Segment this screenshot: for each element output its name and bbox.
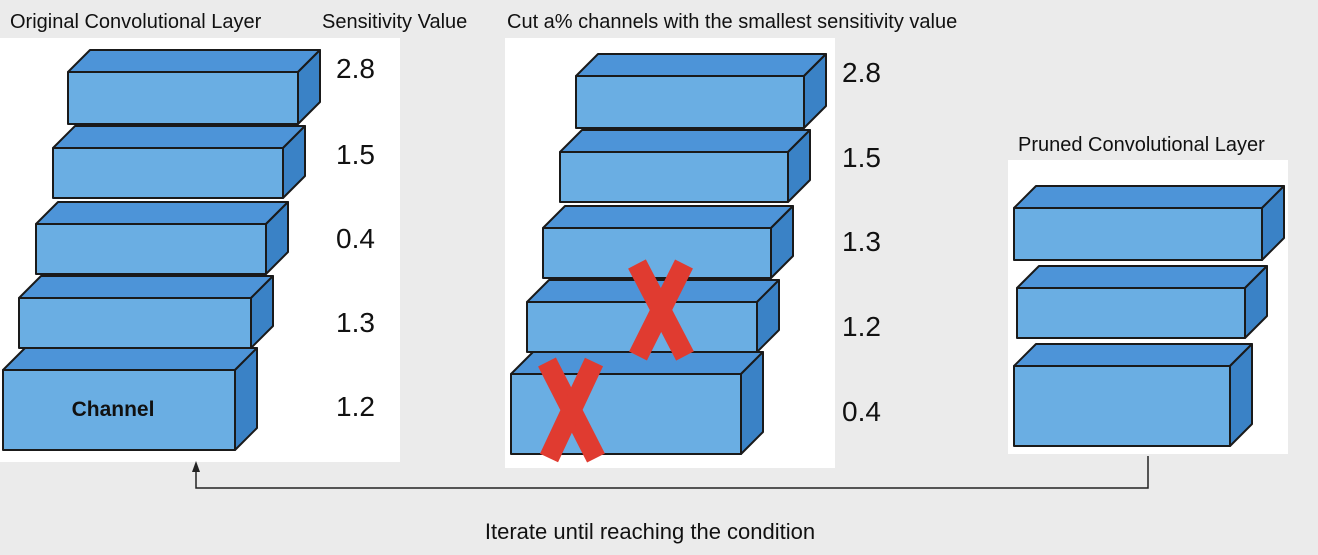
sensitivity-value: 2.8 bbox=[336, 53, 375, 84]
iteration-loop-arrow bbox=[195, 456, 1149, 489]
channel-block bbox=[559, 129, 811, 203]
cut-stage-title: Cut a% channels with the smallest sensit… bbox=[507, 11, 957, 33]
sensitivity-value: 1.3 bbox=[336, 307, 375, 338]
sorted-sensitivity-value: 1.2 bbox=[842, 311, 881, 342]
pruned-channel-stack bbox=[1013, 185, 1285, 447]
channel-block bbox=[542, 205, 794, 279]
original-channel-stack bbox=[2, 49, 321, 451]
sorted-sensitivity-value: 2.8 bbox=[842, 57, 881, 88]
cross-icon bbox=[628, 259, 694, 361]
channel-label: Channel bbox=[72, 398, 155, 421]
sorted-sensitivity-value: 1.5 bbox=[842, 142, 881, 173]
channel-block bbox=[575, 53, 827, 129]
sensitivity-value-title: Sensitivity Value bbox=[322, 11, 467, 33]
sensitivity-value: 0.4 bbox=[336, 223, 375, 254]
pruned-layer-title: Pruned Convolutional Layer bbox=[1018, 134, 1265, 156]
channel-block bbox=[67, 49, 321, 125]
arrow-head-icon bbox=[192, 461, 200, 472]
channel-block bbox=[35, 201, 289, 275]
channel-block bbox=[2, 347, 258, 451]
channel-block bbox=[1013, 185, 1285, 261]
sensitivity-value: 1.2 bbox=[336, 391, 375, 422]
iterate-label: Iterate until reaching the condition bbox=[485, 519, 815, 544]
sorted-sensitivity-value: 1.3 bbox=[842, 226, 881, 257]
channel-block bbox=[1016, 265, 1268, 339]
channel-block bbox=[18, 275, 274, 349]
channel-block bbox=[52, 125, 306, 199]
sensitivity-value: 1.5 bbox=[336, 139, 375, 170]
sorted-sensitivity-value: 0.4 bbox=[842, 396, 881, 427]
cross-icon bbox=[538, 357, 605, 463]
original-layer-title: Original Convolutional Layer bbox=[10, 11, 262, 33]
channel-block bbox=[1013, 343, 1253, 447]
